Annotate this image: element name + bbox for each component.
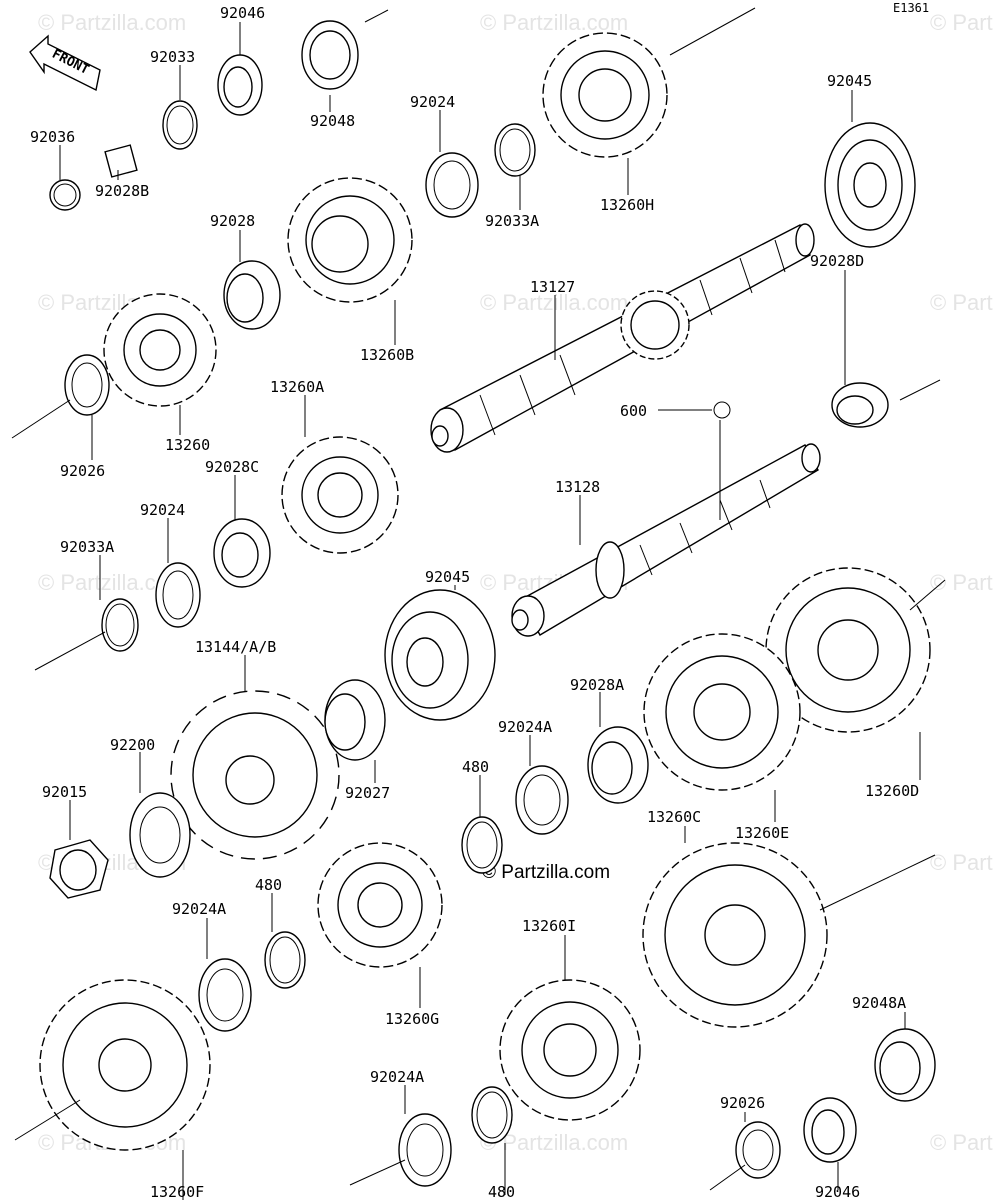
washer-92024a-bottom	[398, 1113, 452, 1187]
label-13260a: 13260A	[270, 378, 324, 396]
integral-gear-13127	[620, 290, 690, 360]
label-92036: 92036	[30, 128, 75, 146]
driveshaft-13128	[511, 443, 821, 637]
label-13260g: 13260G	[385, 1010, 439, 1028]
washer-92024a-mid	[515, 765, 569, 835]
needle-bearing-92046-bottom	[803, 1097, 857, 1163]
collar-92048a	[874, 1028, 936, 1102]
assembly-axis-lines	[11, 7, 946, 1191]
watermark: © Partzilla.com	[480, 10, 628, 35]
label-92048a: 92048A	[852, 994, 906, 1012]
watermark: © Partzilla.com	[930, 570, 993, 595]
label-480-bottom: 480	[488, 1183, 515, 1200]
label-92033a-mid: 92033A	[60, 538, 114, 556]
gear-13260b	[287, 177, 413, 303]
figure-id: E1361	[893, 1, 929, 15]
label-92024: 92024	[410, 93, 455, 111]
watermark: © Partzilla.com	[930, 1130, 993, 1155]
circlip-92033a-mid	[101, 598, 139, 652]
label-92024a-bottom: 92024A	[370, 1068, 424, 1086]
label-92024a-left: 92024A	[172, 900, 226, 918]
collar-92048	[301, 20, 359, 90]
label-480-left: 480	[255, 876, 282, 894]
label-92200: 92200	[110, 736, 155, 754]
washer-92200	[129, 792, 191, 878]
circlip-92036	[49, 179, 81, 211]
circlip-480-mid	[461, 816, 503, 874]
label-92045: 92045	[827, 72, 872, 90]
watermark: © Partzilla.com	[480, 290, 628, 315]
label-92046: 92046	[220, 4, 265, 22]
bushing-92028	[223, 260, 281, 330]
washer-92024a-left	[198, 958, 252, 1032]
label-13260: 13260	[165, 436, 210, 454]
part-labels: 92046 92033 92036 92028B 92048 92024 920…	[30, 4, 919, 1200]
label-92028a: 92028A	[570, 676, 624, 694]
label-13127: 13127	[530, 278, 575, 296]
bearing-92045-top	[824, 122, 916, 248]
circlip-92033	[162, 100, 198, 150]
label-92015: 92015	[42, 783, 87, 801]
label-92045-mid: 92045	[425, 568, 470, 586]
front-arrow-icon: FRONT	[29, 34, 101, 92]
collar-92027	[324, 679, 386, 761]
label-13260h: 13260H	[600, 196, 654, 214]
block-92028b	[104, 144, 138, 178]
label-92028b: 92028B	[95, 182, 149, 200]
gear-13260g	[317, 842, 443, 968]
watermark: © Partzilla.com	[38, 10, 186, 35]
label-92028: 92028	[210, 212, 255, 230]
needle-bearing-92046-top	[217, 54, 263, 116]
gear-13260f	[39, 979, 211, 1151]
gear-13260h	[542, 32, 668, 158]
label-13260f: 13260F	[150, 1183, 204, 1200]
gear-13260a	[281, 436, 399, 554]
watermark: © Partzilla.com	[930, 850, 993, 875]
label-92048: 92048	[310, 112, 355, 130]
label-92028d: 92028D	[810, 252, 864, 270]
washer-92024-mid	[155, 562, 201, 628]
circlip-480-left	[264, 931, 306, 989]
watermark: © Partzilla.com	[930, 10, 993, 35]
sprocket-13144	[170, 690, 340, 860]
washer-92026-bottom	[735, 1121, 781, 1179]
nut-92015	[49, 839, 109, 899]
washer-92024-top	[425, 152, 479, 218]
label-600: 600	[620, 402, 647, 420]
bushing-92028c	[213, 518, 271, 588]
label-92026-bottom: 92026	[720, 1094, 765, 1112]
label-13260e: 13260E	[735, 824, 789, 842]
label-13144: 13144/A/B	[195, 638, 276, 656]
label-13260c: 13260C	[647, 808, 701, 826]
label-480: 480	[462, 758, 489, 776]
label-92027: 92027	[345, 784, 390, 802]
label-92046-bottom: 92046	[815, 1183, 860, 1200]
watermark: © Partzilla.com	[930, 290, 993, 315]
label-13128: 13128	[555, 478, 600, 496]
label-13260d: 13260D	[865, 782, 919, 800]
gear-13260	[103, 293, 217, 407]
center-watermark: © Partzilla.com	[482, 862, 610, 883]
label-13260b: 13260B	[360, 346, 414, 364]
bushing-92028a	[587, 726, 649, 804]
gear-13260i	[499, 979, 641, 1121]
gear-13260d	[765, 567, 931, 733]
label-92033a: 92033A	[485, 212, 539, 230]
gear-13260e	[643, 633, 801, 791]
circlip-92033a-top	[494, 123, 536, 177]
leader-lines	[59, 22, 921, 1200]
washer-92026-left	[64, 354, 110, 416]
bearing-92045-middle	[384, 589, 496, 721]
label-92028c: 92028C	[205, 458, 259, 476]
label-13260i: 13260I	[522, 917, 576, 935]
label-92033: 92033	[150, 48, 195, 66]
label-92026: 92026	[60, 462, 105, 480]
label-92024-mid: 92024	[140, 501, 185, 519]
label-92024a: 92024A	[498, 718, 552, 736]
gear-13260c	[642, 842, 828, 1028]
circlip-480-bottom	[471, 1086, 513, 1144]
bushing-92028d	[831, 382, 889, 428]
